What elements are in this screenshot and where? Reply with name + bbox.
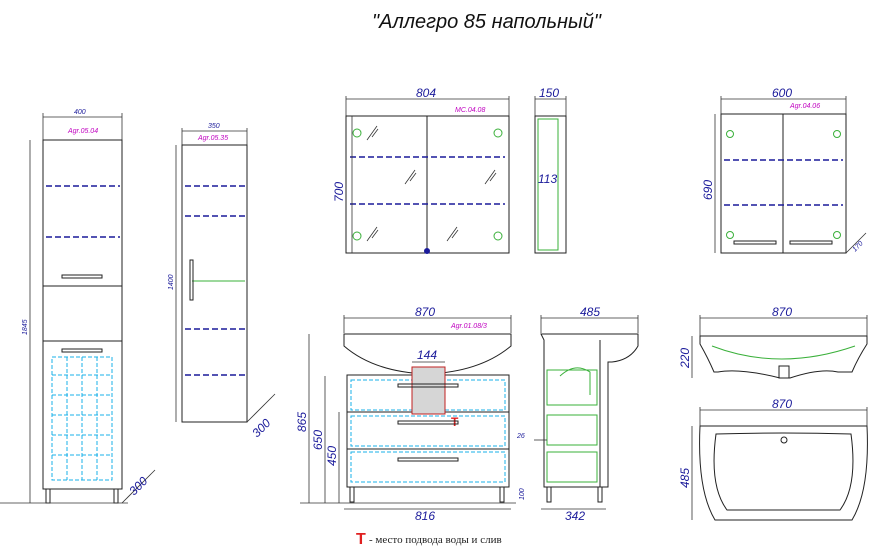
column-body xyxy=(181,144,248,423)
vanity-side-base-depth: 342 xyxy=(565,509,585,523)
mirror-width: 804 xyxy=(416,86,436,100)
legend-symbol: T xyxy=(356,531,366,548)
sink-front-outline xyxy=(699,335,868,379)
tall-cabinet-code: Agr.05.04 xyxy=(67,128,98,135)
legend-text: - место подвода воды и слив xyxy=(369,534,502,546)
siphon-zone xyxy=(411,366,446,415)
mirror-height: 700 xyxy=(332,182,346,202)
vanity-side-depth: 485 xyxy=(580,305,600,319)
tall-cabinet-height: 1845 xyxy=(22,319,29,335)
column-depth: 300 xyxy=(249,416,273,440)
legend: T - место подвода воды и слив xyxy=(356,531,502,548)
vanity-front-view: 870 Agr.01.08/3 144 T 816 865 650 450 10… xyxy=(295,305,526,523)
vanity-legs-height: 100 xyxy=(519,488,526,500)
vanity-side-body xyxy=(540,333,639,488)
vanity-code: Agr.01.08/3 xyxy=(450,323,487,330)
mirror-light-dot xyxy=(424,248,430,254)
faucet-hole xyxy=(780,436,788,444)
tall-cabinet-body xyxy=(42,139,123,490)
vanity-height-650: 650 xyxy=(311,430,325,450)
sink-top-outline xyxy=(699,425,868,521)
sink-top-view: 870 485 xyxy=(678,397,868,521)
vanity-connection-mark: T xyxy=(451,415,459,429)
tall-cabinet-handle-top xyxy=(61,274,103,279)
wall-cabinet-height: 690 xyxy=(701,180,715,200)
vanity-total-height: 865 xyxy=(295,412,309,432)
tall-cabinet: 400 Agr.05.04 1845 300 xyxy=(0,109,156,504)
mirror-cabinet: 804 MC.04.08 700 xyxy=(332,86,510,254)
wall-cabinet-handle-right xyxy=(789,240,833,245)
mirror-inner-depth: 113 xyxy=(538,172,557,186)
sink-top-width: 870 xyxy=(772,397,792,411)
column-handle xyxy=(189,259,194,301)
laundry-basket xyxy=(51,356,113,481)
wall-cabinet-code: Agr.04.06 xyxy=(789,103,820,110)
tall-cabinet-handle-bottom xyxy=(61,348,103,353)
column-height: 1400 xyxy=(168,274,175,290)
sink-front-width: 870 xyxy=(772,305,792,319)
tall-cabinet-depth: 300 xyxy=(126,474,150,498)
vanity-side-offset: 26 xyxy=(516,433,525,440)
sink-front-view: 870 220 xyxy=(678,305,868,379)
drawing-title: "Аллегро 85 напольный" xyxy=(372,11,602,33)
mirror-depth: 150 xyxy=(539,86,559,100)
column-cabinet: 350 Agr.05.35 1400 300 xyxy=(168,123,276,440)
vanity-side-view: 485 26 342 xyxy=(516,305,639,523)
wall-cabinet: 600 Agr.04.06 690 170 xyxy=(701,86,867,254)
sink-front-height: 220 xyxy=(678,348,692,369)
tall-cabinet-width: 400 xyxy=(74,109,86,116)
mirror-code: MC.04.08 xyxy=(455,107,485,114)
mirror-side-view: 150 113 xyxy=(534,86,567,254)
siphon-width: 144 xyxy=(417,348,437,362)
column-width: 350 xyxy=(208,123,220,130)
column-code: Agr.05.35 xyxy=(197,135,228,142)
vanity-base-width: 816 xyxy=(415,509,435,523)
vanity-height-450: 450 xyxy=(325,446,339,466)
wall-cabinet-handle-left xyxy=(733,240,777,245)
wall-cabinet-width: 600 xyxy=(772,86,792,100)
wall-cabinet-depth: 170 xyxy=(851,240,864,253)
vanity-width: 870 xyxy=(415,305,435,319)
sink-top-depth: 485 xyxy=(678,468,692,488)
